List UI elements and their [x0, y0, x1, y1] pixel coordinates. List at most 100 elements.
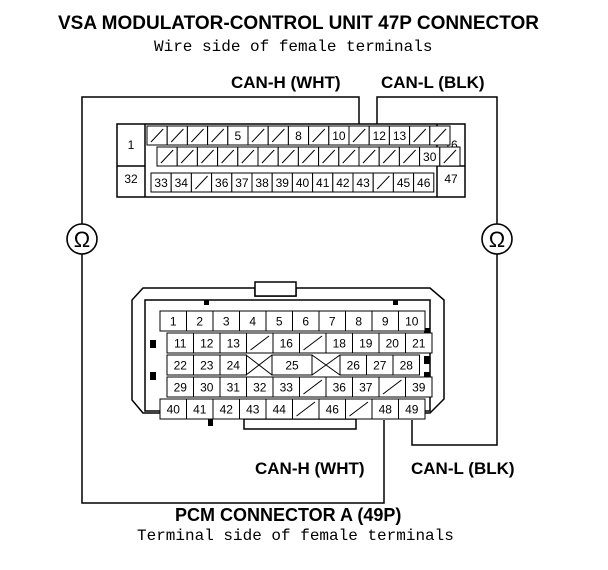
pcm-terminal-31: 31	[219, 376, 247, 398]
pcm-terminal-9-label: 9	[382, 315, 389, 329]
pcm-terminal-6-label: 6	[302, 315, 309, 329]
pcm-terminal-6: 6	[292, 310, 320, 332]
pcm-terminal-23-label: 23	[200, 359, 214, 373]
pcm-terminal-44: 44	[265, 398, 293, 420]
vsa-empty-cavity	[207, 125, 229, 146]
pcm-terminal-7-label: 7	[329, 315, 336, 329]
bottom-can-h-label: CAN-H (WHT)	[255, 459, 365, 478]
pcm-terminal-18: 18	[325, 332, 353, 354]
pcm-terminal-12-label: 12	[200, 337, 214, 351]
vsa-terminal-8: 8	[287, 125, 310, 146]
vsa-terminal-37: 37	[231, 172, 253, 193]
vsa-empty-cavity	[217, 146, 239, 167]
pcm-terminal-36: 36	[325, 376, 353, 398]
vsa-terminal-36-label: 36	[215, 176, 229, 190]
vsa-terminal-40: 40	[291, 172, 314, 193]
pcm-blank-zone-right	[311, 354, 341, 376]
pcm-terminal-43-label: 43	[246, 403, 260, 417]
vsa-empty-cavity	[186, 125, 209, 146]
pcm-empty-cavity	[246, 332, 274, 354]
pcm-terminal-43: 43	[239, 398, 267, 420]
pcm-terminal-40: 40	[159, 398, 187, 420]
pcm-terminal-16-label: 16	[280, 337, 294, 351]
pcm-terminal-41: 41	[186, 398, 214, 420]
bottom-connector-title: PCM CONNECTOR A (49P)	[175, 505, 402, 525]
vsa-terminal-8-label: 8	[295, 129, 302, 143]
pcm-terminal-48: 48	[371, 398, 399, 420]
pcm-terminal-39: 39	[405, 376, 433, 398]
pcm-terminal-22-label: 22	[174, 359, 188, 373]
vsa-empty-cavity	[338, 146, 360, 167]
vsa-terminal-38-label: 38	[255, 176, 269, 190]
pcm-terminal-19: 19	[352, 332, 380, 354]
pcm-terminal-46-label: 46	[326, 403, 340, 417]
pcm-terminal-2: 2	[186, 310, 214, 332]
pcm-terminal-33-label: 33	[280, 381, 294, 395]
pcm-empty-cavity	[299, 332, 327, 354]
vsa-empty-cavity	[156, 146, 178, 167]
vsa-terminal-46: 46	[413, 172, 435, 193]
vsa-empty-cavity	[277, 146, 299, 167]
test-wiring	[81, 96, 498, 504]
vsa-terminal-5-label: 5	[235, 129, 242, 143]
pcm-terminal-48-label: 48	[379, 403, 393, 417]
pcm-terminal-18-label: 18	[333, 337, 347, 351]
pcm-blank-zone-left	[245, 354, 273, 376]
vsa-empty-cavity	[196, 146, 219, 167]
pcm-terminal-44-label: 44	[273, 403, 287, 417]
pcm-terminal-25-label: 25	[285, 359, 299, 373]
vsa-empty-cavity	[398, 146, 421, 167]
vsa-terminal-13-label: 13	[393, 129, 407, 143]
pcm-terminal-8: 8	[345, 310, 373, 332]
bottom-can-l-label: CAN-L (BLK)	[411, 459, 515, 478]
pcm-terminal-26-label: 26	[347, 359, 361, 373]
pcm-terminal-30-label: 30	[200, 381, 214, 395]
pcm-terminal-24: 24	[219, 354, 247, 376]
vsa-terminal-38: 38	[251, 172, 273, 193]
vsa-empty-cavity	[409, 125, 431, 146]
pcm-terminal-3-label: 3	[223, 315, 230, 329]
top-can-l-wire	[376, 96, 498, 224]
pcm-terminal-13: 13	[219, 332, 247, 354]
vsa-terminal-32: 32	[124, 172, 138, 186]
pcm-terminal-22: 22	[166, 354, 194, 376]
pcm-terminal-11-label: 11	[174, 337, 187, 351]
vsa-terminal-12: 12	[368, 125, 390, 146]
pcm-terminal-9: 9	[371, 310, 399, 332]
bottom-connector-subtitle: Terminal side of female terminals	[137, 527, 454, 545]
vsa-empty-cavity	[308, 125, 330, 146]
top-connector-subtitle: Wire side of female terminals	[154, 38, 433, 56]
vsa-empty-cavity	[190, 172, 213, 193]
vsa-terminal-10: 10	[328, 125, 350, 146]
vsa-terminal-40-label: 40	[296, 176, 310, 190]
pcm-latch	[254, 281, 297, 297]
pcm-bottom-lock	[243, 418, 357, 430]
pcm-terminal-26: 26	[339, 354, 367, 376]
pcm-terminal-20: 20	[378, 332, 406, 354]
pcm-terminal-27-label: 27	[373, 359, 387, 373]
pcm-terminal-24-label: 24	[227, 359, 241, 373]
vsa-empty-cavity	[358, 146, 380, 167]
vsa-terminal-30: 30	[419, 146, 441, 167]
pcm-terminal-7: 7	[318, 310, 346, 332]
pcm-terminal-29-label: 29	[174, 381, 188, 395]
right-ohm-symbol: Ω	[489, 227, 505, 252]
pcm-terminal-8-label: 8	[355, 315, 362, 329]
pcm-terminal-5-label: 5	[276, 315, 283, 329]
pcm-terminal-28-label: 28	[400, 359, 414, 373]
right-ohmmeter: Ω	[481, 223, 513, 255]
vsa-terminal-43-label: 43	[356, 176, 370, 190]
top-can-h-wire	[81, 96, 360, 224]
pcm-terminal-46: 46	[318, 398, 346, 420]
pcm-terminal-49: 49	[398, 398, 426, 420]
vsa-terminal-1: 1	[128, 138, 135, 152]
vsa-empty-cavity	[176, 146, 198, 167]
pcm-terminal-42-label: 42	[220, 403, 234, 417]
pcm-empty-cavity	[378, 376, 406, 398]
vsa-terminal-34-label: 34	[175, 176, 189, 190]
pcm-terminal-12: 12	[193, 332, 221, 354]
pcm-terminal-41-label: 41	[193, 403, 207, 417]
vsa-empty-cavity	[429, 125, 451, 146]
pcm-terminal-16: 16	[272, 332, 300, 354]
